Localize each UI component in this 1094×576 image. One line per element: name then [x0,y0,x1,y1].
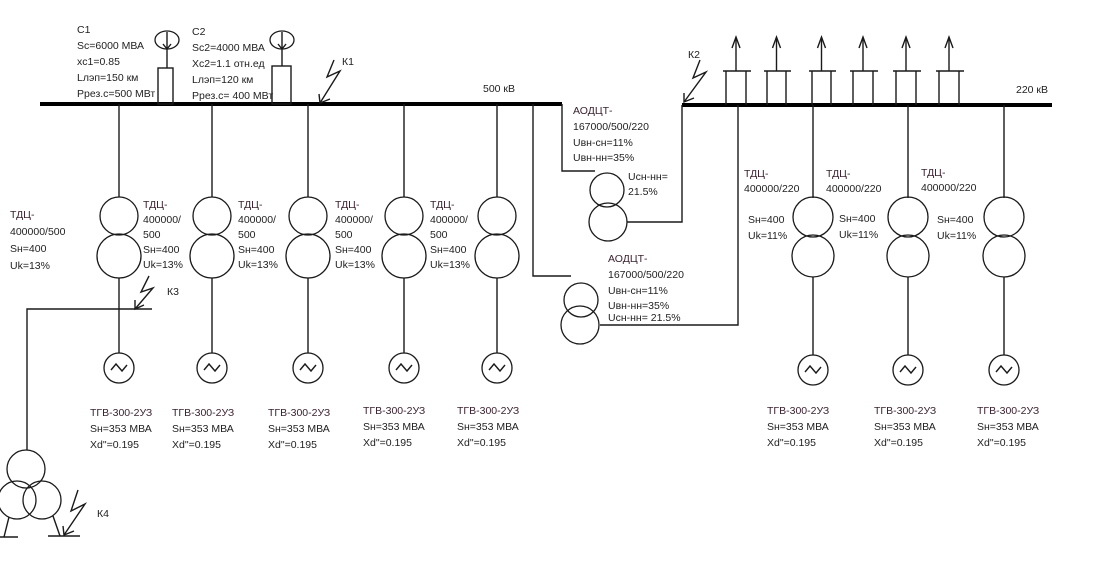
generator-icon [892,354,924,386]
mv-transformer-label: ТДЦ-400000/220 [826,168,882,195]
fault-arrow-icon [319,59,342,104]
fault-arrow-icon [134,275,156,310]
bus-500kv-label: 500 кВ [483,83,515,95]
generator-icon [292,352,324,384]
transformer-winding-icon [588,202,628,242]
transformer-winding-icon [6,449,46,489]
bus-220kv-label: 220 кВ [1016,84,1048,96]
generator-wave-icon [110,362,128,373]
generator-wave-icon [395,362,413,373]
transformer-winding-icon [189,233,235,279]
transformer-winding-icon [0,480,37,520]
transformer-winding-icon [384,196,424,236]
load-feeder [850,34,878,105]
generator-icon [797,354,829,386]
load-feeder [809,34,836,105]
fault-arrow-icon [683,59,709,103]
transformer-winding-icon [96,233,142,279]
generator-icon [103,352,135,384]
system-c1-label: C1 Sc=6000 МВА xc1=0.85 Lлэп=150 км Ррез… [77,24,155,100]
load-feeder [936,34,964,105]
autotransformer-1: АОДЦТ- 167000/500/220 Uвн-сн=11% Uвн-нн=… [561,104,683,242]
autotransformer-1-label: АОДЦТ- 167000/500/220 Uвн-сн=11% Uвн-нн=… [573,105,652,164]
autotransformer-1-ucn: Uсн-нн= 21.5% [628,171,671,198]
svg-text:К2: К2 [688,49,700,61]
line-box [271,65,292,105]
svg-text:К4: К4 [97,508,109,520]
generator-icon [988,354,1020,386]
autotransformer-2-label: АОДЦТ- 167000/500/220 Uвн-сн=11% Uвн-нн=… [608,253,687,324]
svg-text:К3: К3 [167,286,179,298]
svg-text:К1: К1 [342,56,354,68]
transformer-winding-icon [791,234,835,278]
mv-transformer-label: ТДЦ-400000/220 [744,168,800,195]
transformer-winding-icon [477,196,517,236]
load-feeder [723,34,751,105]
generator-icon [196,352,228,384]
load-feeder [764,34,791,105]
generator-wave-icon [203,362,221,373]
transformer-winding-icon [589,172,625,208]
generator-wave-icon [488,362,506,373]
fault-k2: К2 [683,49,709,104]
generator-icon [481,352,513,384]
system-c1: C1 Sc=6000 МВА xc1=0.85 Lлэп=150 км Ррез… [77,24,180,105]
system-c2: C2 Sc2=4000 МВА Xc2=1.1 отн.ед Lлэп=120 … [192,26,295,105]
auxiliary-branch [0,308,152,538]
transformer-winding-icon [887,196,929,238]
generator-wave-icon [804,364,822,375]
transformer-winding-icon [982,234,1026,278]
transformer-winding-icon [99,196,139,236]
system-c2-label: C2 Sc2=4000 МВА Xc2=1.1 отн.ед Lлэп=120 … [192,26,273,102]
generator-wave-icon [899,364,917,375]
transformer-winding-icon [886,234,930,278]
fault-k4: К4 [62,489,109,536]
generator-wave-icon [299,362,317,373]
transformer-winding-icon [792,196,834,238]
mv-transformer-label: ТДЦ-400000/220 [921,167,977,194]
transformer-winding-icon [983,196,1025,238]
transformer-winding-icon [288,196,328,236]
generator-wave-icon [995,364,1013,375]
transformer-winding-icon [192,196,232,236]
transformer-winding-icon [381,233,427,279]
transformer-winding-icon [560,305,600,345]
fault-k1: К1 [318,56,354,104]
transformer-winding-icon [474,233,520,279]
transformer-winding-icon [563,282,599,318]
load-feeder [893,34,921,105]
transformer-winding-icon [22,480,62,520]
transformer-winding-icon [285,233,331,279]
fault-arrow-icon [63,489,88,536]
generator-icon [388,352,420,384]
fault-k3: К3 [134,275,179,311]
line-box [157,67,174,105]
autotransformer-2: АОДЦТ- 167000/500/220 Uвн-сн=11% Uвн-нн=… [532,104,739,345]
